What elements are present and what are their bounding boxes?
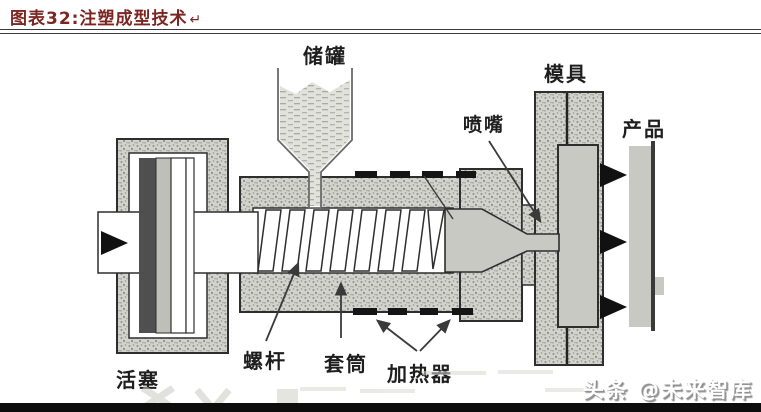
screw-flight — [353, 209, 378, 272]
product-edge-line — [651, 141, 655, 331]
auxiliary-leader-line — [423, 175, 454, 220]
hopper-outline — [277, 68, 353, 209]
bottom-black-bar — [0, 403, 761, 412]
mold-cavity-plate — [557, 144, 599, 328]
heater-bands — [353, 171, 476, 315]
label-barrel: 套筒 — [324, 352, 368, 376]
watermark-toutiao: 头条 @未来智库 — [582, 378, 753, 402]
leader-lines — [265, 140, 542, 352]
label-piston: 活塞 — [116, 368, 160, 392]
screw-flight — [401, 209, 426, 272]
heater-band-bottom — [353, 308, 377, 315]
label-product: 产品 — [622, 117, 666, 141]
heater-band-bottom — [388, 308, 407, 315]
screw-flight — [377, 209, 402, 272]
piston-dark-plate — [139, 158, 156, 333]
heater-band-top — [390, 171, 410, 178]
mold-assembly — [534, 91, 604, 366]
figure-title: 图表32:注塑成型技术 — [10, 9, 188, 29]
hopper — [277, 68, 353, 209]
heater-band-top — [355, 171, 377, 178]
product-strip — [629, 146, 652, 327]
heater-leader-arrow-right — [419, 319, 451, 352]
label-nozzle: 喷嘴 — [463, 114, 505, 136]
melt-nozzle-channel — [444, 208, 560, 273]
piston-white-plate-2 — [185, 157, 195, 334]
heater-band-bottom — [420, 308, 438, 315]
screw-leader-arrow — [265, 261, 300, 342]
return-mark-icon: ↵ — [189, 12, 202, 28]
screw-flight — [329, 209, 354, 272]
heater-band-bottom — [452, 308, 473, 315]
heater-band-top — [456, 171, 476, 178]
heater-leader-arrow-left — [375, 319, 418, 352]
product — [600, 141, 664, 331]
piston-white-plate-1 — [170, 157, 187, 334]
piston-plates — [139, 157, 195, 334]
label-mold: 模具 — [544, 62, 588, 86]
nozzle-leader-arrow — [488, 140, 542, 224]
label-hopper: 储罐 — [303, 44, 347, 68]
label-screw: 螺杆 — [243, 349, 287, 373]
screw-flight — [257, 209, 282, 272]
piston-gray-plate — [155, 157, 172, 334]
screw-flight — [305, 209, 330, 272]
hopper-material — [280, 80, 350, 206]
heater-band-top — [422, 171, 443, 178]
screw — [257, 209, 445, 272]
screw-tip — [427, 209, 445, 270]
figure-title-row: 图表32:注塑成型技术↵ — [10, 4, 201, 29]
title-divider — [0, 29, 761, 34]
